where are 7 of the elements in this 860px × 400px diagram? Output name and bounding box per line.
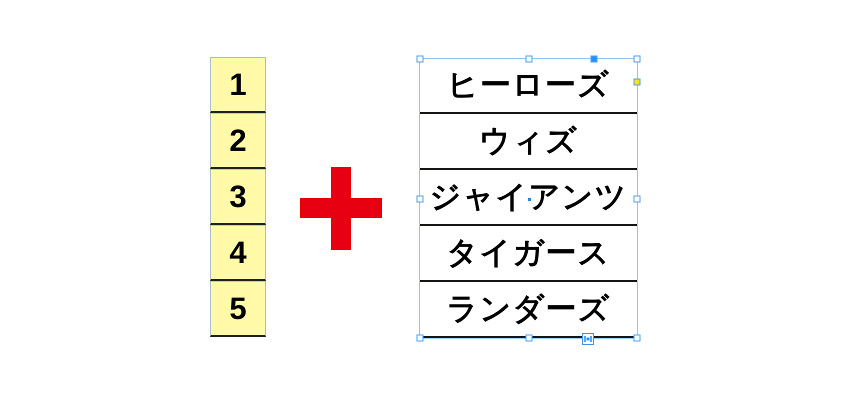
number-tile: 1 xyxy=(210,57,266,113)
team-name: ウィズ xyxy=(420,114,637,170)
number-tile: 2 xyxy=(210,113,266,169)
number-tile: 4 xyxy=(210,225,266,281)
number-tile: 5 xyxy=(210,281,266,337)
number-tile: 3 xyxy=(210,169,266,225)
team-name: タイガース xyxy=(420,226,637,282)
